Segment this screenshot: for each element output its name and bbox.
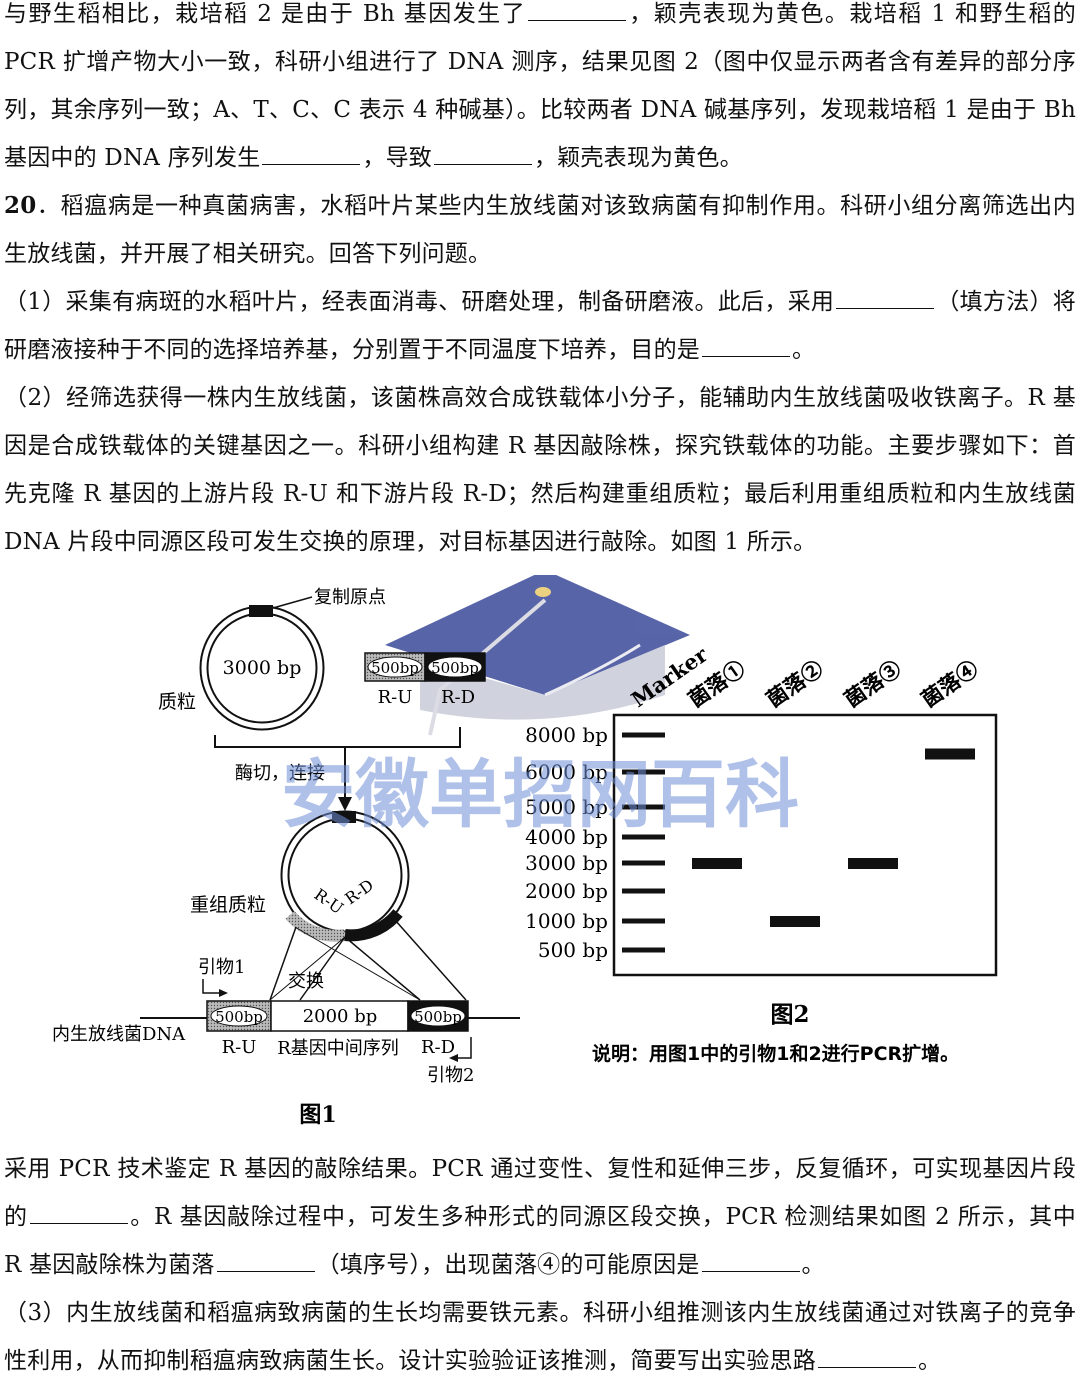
intro-paragraph: 与野生稻相比，栽培稻 2 是由于 Bh 基因发生了，颖壳表现为黄色。栽培稻 1 … (4, 0, 1076, 182)
figure2-caption: 图2 (770, 1001, 809, 1028)
sample-band-2 (770, 916, 820, 927)
marker-band (622, 769, 665, 775)
dna-rd-label: R-D (421, 1037, 455, 1058)
answer-blank-7[interactable] (216, 1247, 315, 1272)
intro-seg2: ，颖壳表现为黄色。栽培稻 1 和野生稻的 PCR 扩增产物大小一致，科研小组进行… (4, 1, 1077, 171)
recomb-rd-label: R-D (341, 875, 377, 908)
intro-seg3: ，导致 (362, 145, 433, 171)
answer-blank-4[interactable] (836, 284, 935, 309)
answer-blank-9[interactable] (818, 1343, 916, 1368)
answer-blank-6[interactable] (29, 1199, 128, 1224)
marker-label: 4000 bp (525, 825, 608, 849)
part2b-b: 。R 基因敲除过程中，可发生多种形式的同源区段交换，PCR 检测结果如图 2 所… (4, 1204, 1077, 1278)
marker-label: 500 bp (538, 938, 608, 962)
recombinant-label: 重组质粒 (190, 894, 266, 916)
marker-label: 3000 bp (525, 851, 608, 875)
figure1-caption: 图1 (299, 1102, 336, 1128)
marker-band (622, 888, 665, 894)
recomb-ru-label: R-U (311, 885, 347, 918)
plasmid-size: 3000 bp (223, 657, 302, 679)
part3-a: （3）内生放线菌和稻瘟病致病菌的生长均需要铁元素。科研小组推测该内生放线菌通过对… (4, 1300, 1076, 1374)
figure-1: 复制原点 3000 bp 质粒 500bp 500bp R-U R-D 酶切，连… (52, 587, 520, 1128)
figure-area: 复制原点 3000 bp 质粒 500bp 500bp R-U R-D 酶切，连… (52, 575, 998, 1128)
part1-a: （1）采集有病斑的水稻叶片，经表面消毒、研磨处理，制备研磨液。此后，采用 (4, 289, 835, 315)
lane-label: 菌落② (762, 655, 828, 712)
dna-mid-size: 2000 bp (303, 1006, 378, 1027)
dna-mid-label: R基因中间序列 (277, 1038, 399, 1059)
marker-label: 6000 bp (525, 760, 608, 784)
part2b-a: 采用 PCR 技术鉴定 R 基因的敲除结果。PCR 通过变性、复性和延伸三步，反… (4, 1156, 1076, 1230)
part2b-d: 。 (801, 1252, 825, 1278)
dna-rd-size: 500bp (414, 1008, 462, 1026)
part2b-c: （填序号），出现菌落④的可能原因是 (316, 1252, 700, 1278)
dna-ru-size: 500bp (215, 1008, 263, 1026)
origin-label: 复制原点 (314, 587, 386, 608)
part1-b: （填方法）将研磨液接种于不同的选择培养基，分别置于不同温度下培养，目的是 (4, 289, 1076, 363)
sample-band-3 (848, 858, 898, 869)
answer-blank-2[interactable] (262, 140, 361, 165)
lane-label: 菌落③ (840, 655, 906, 712)
dna-ru-label: R-U (222, 1037, 257, 1058)
marker-band (622, 804, 665, 810)
part2-text: （2）经筛选获得一株内生放线菌，该菌株高效合成铁载体小分子，能辅助内生放线菌吸收… (4, 385, 1076, 555)
answer-blank-5[interactable] (702, 332, 790, 357)
part1-c: 。 (792, 337, 816, 363)
fragment-rd-label: R-D (441, 687, 475, 708)
primer2-label: 引物2 (427, 1065, 474, 1086)
intro-seg4: ，颖壳表现为黄色。 (534, 145, 743, 171)
fragment-ru-label: R-U (378, 687, 413, 708)
marker-band (622, 834, 665, 840)
origin-marker (249, 605, 273, 617)
marker-label: 5000 bp (525, 795, 608, 819)
sample-bands (692, 748, 975, 927)
marker-label: 2000 bp (525, 879, 608, 903)
sample-band-1 (692, 858, 742, 869)
marker-band (622, 860, 665, 866)
question-number: 20 (4, 192, 37, 219)
marker-band (622, 947, 665, 953)
sample-band-4 (925, 748, 975, 760)
marker-band (622, 732, 665, 738)
lane-label: 菌落④ (917, 655, 983, 712)
question-20: 20．稻瘟病是一种真菌病害，水稻叶片某些内生放线菌对该致病菌有抑制作用。科研小组… (4, 182, 1076, 566)
part2-continued: 采用 PCR 技术鉴定 R 基因的敲除结果。PCR 通过变性、复性和延伸三步，反… (4, 1145, 1076, 1385)
figure2-note: 说明：用图1中的引物1和2进行PCR扩增。 (592, 1042, 959, 1065)
marker-band (622, 918, 665, 924)
answer-blank-1[interactable] (528, 0, 627, 21)
exchange-label: 交换 (288, 971, 324, 992)
question-stem: ．稻瘟病是一种真菌病害，水稻叶片某些内生放线菌对该致病菌有抑制作用。科研小组分离… (4, 193, 1076, 267)
watermark-text: 安徽单招网百科 (281, 752, 799, 838)
plasmid-label: 质粒 (158, 691, 196, 713)
marker-label: 8000 bp (525, 723, 608, 747)
primer1-label: 引物1 (198, 957, 245, 978)
dna-label: 内生放线菌DNA (52, 1024, 186, 1045)
marker-label: 1000 bp (525, 909, 608, 933)
answer-blank-8[interactable] (701, 1247, 800, 1272)
step-label: 酶切，连接 (235, 763, 325, 784)
intro-seg1: 与野生稻相比，栽培稻 2 是由于 Bh 基因发生了 (4, 1, 527, 27)
part3-b: 。 (918, 1348, 942, 1374)
fragment-rd-size: 500bp (431, 659, 479, 677)
answer-blank-3[interactable] (434, 140, 533, 165)
fragment-ru-size: 500bp (371, 659, 419, 677)
